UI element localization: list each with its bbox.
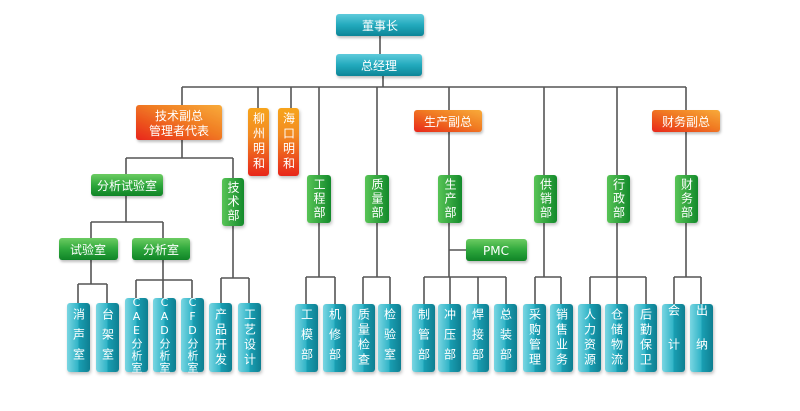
node-production-vp[interactable]: 生产副总 — [414, 110, 482, 132]
node-finance-vp[interactable]: 财务副总 — [652, 110, 720, 132]
leaf-node-label: 工模部 — [299, 308, 314, 368]
node-admin-dept[interactable]: 行政部 — [607, 175, 630, 223]
node-finance-dept-label: 财务部 — [679, 178, 694, 220]
node-general-manager[interactable]: 总经理 — [336, 54, 422, 76]
node-gm-label: 总经理 — [361, 59, 397, 73]
node-admin-dept-label: 行政部 — [611, 178, 626, 220]
leaf-node[interactable]: 质量检查 — [352, 304, 375, 372]
leaf-node[interactable]: 检验室 — [378, 304, 401, 372]
leaf-node[interactable]: 工艺设计 — [238, 303, 261, 372]
node-engineering-dept-label: 工程部 — [312, 178, 326, 220]
node-production-dept-label: 生产部 — [443, 178, 457, 220]
node-supply-dept[interactable]: 供销部 — [534, 175, 557, 223]
node-tech-vp[interactable]: 技术副总 管理者代表 — [136, 105, 222, 140]
node-analysis-room-label: 分析室 — [143, 242, 179, 257]
leaf-node-label: 消声室 — [71, 307, 86, 368]
node-production-dept[interactable]: 生产部 — [438, 175, 462, 223]
leaf-node-label: 总装部 — [498, 308, 513, 368]
leaf-node[interactable]: CFD分析室 — [181, 296, 204, 374]
leaf-node-label: 仓储物流 — [609, 308, 624, 368]
leaf-node-label: 台架室 — [100, 307, 115, 368]
leaf-node[interactable]: 后勤保卫 — [634, 304, 657, 372]
node-chairman-label: 董事长 — [362, 19, 398, 33]
leaf-node[interactable]: 会计 — [662, 304, 685, 372]
node-chairman[interactable]: 董事长 — [336, 14, 424, 36]
node-tech-dept[interactable]: 技术部 — [222, 178, 244, 226]
leaf-node[interactable]: 消声室 — [67, 303, 90, 372]
node-analysis-room[interactable]: 分析室 — [132, 238, 190, 260]
leaf-node-label: 检验室 — [382, 308, 397, 368]
node-pmc[interactable]: PMC — [466, 239, 527, 261]
node-quality-dept-label: 质量部 — [370, 178, 384, 220]
leaf-node[interactable]: 销售业务 — [550, 304, 573, 372]
leaf-node[interactable]: CAE分析室 — [125, 296, 148, 374]
node-liuzhou[interactable]: 柳州明和 — [248, 108, 269, 176]
leaf-node-label: 冲压部 — [442, 308, 457, 368]
leaf-node-label: 出纳 — [694, 304, 709, 372]
leaf-node-label: 产品开发 — [213, 307, 228, 368]
leaf-node-label: 后勤保卫 — [638, 308, 653, 368]
leaf-node[interactable]: 人力资源 — [578, 304, 601, 372]
node-test-room[interactable]: 试验室 — [59, 238, 118, 260]
node-haikou[interactable]: 海口明和 — [278, 108, 299, 176]
node-tech-vp-label-2: 管理者代表 — [149, 123, 209, 138]
leaf-node-label: 焊接部 — [470, 308, 485, 368]
node-test-room-label: 试验室 — [70, 242, 106, 257]
node-liuzhou-label: 柳州明和 — [251, 112, 266, 172]
node-tech-vp-label-1: 技术副总 — [155, 109, 203, 123]
node-pmc-label: PMC — [483, 244, 509, 258]
leaf-node-label: 会计 — [666, 304, 681, 372]
leaf-node[interactable]: CAD分析室 — [153, 296, 176, 374]
node-finance-vp-label: 财务副总 — [662, 114, 710, 129]
leaf-node-label: CAE分析室 — [130, 296, 143, 374]
leaf-node-label: 制管部 — [416, 308, 431, 368]
leaf-node[interactable]: 工模部 — [295, 304, 318, 372]
leaf-node[interactable]: 产品开发 — [209, 303, 232, 372]
node-finance-dept[interactable]: 财务部 — [675, 175, 698, 223]
leaf-node[interactable]: 采购管理 — [523, 304, 546, 372]
leaf-node[interactable]: 仓储物流 — [605, 304, 628, 372]
node-supply-dept-label: 供销部 — [538, 178, 553, 220]
node-tech-dept-label: 技术部 — [226, 181, 240, 223]
node-haikou-label: 海口明和 — [281, 112, 296, 172]
leaf-node-label: 销售业务 — [554, 308, 569, 368]
leaf-node[interactable]: 焊接部 — [466, 304, 489, 372]
leaf-node-label: CFD分析室 — [186, 296, 199, 374]
node-analysis-lab-label: 分析试验室 — [97, 178, 157, 193]
leaf-node-label: 工艺设计 — [242, 307, 257, 368]
node-quality-dept[interactable]: 质量部 — [365, 175, 389, 223]
node-engineering-dept[interactable]: 工程部 — [307, 175, 331, 223]
leaf-node[interactable]: 出纳 — [690, 304, 713, 372]
leaf-node[interactable]: 总装部 — [494, 304, 517, 372]
leaf-node-label: 质量检查 — [356, 308, 371, 368]
node-production-vp-label: 生产副总 — [424, 115, 472, 129]
leaf-node-label: CAD分析室 — [158, 296, 171, 374]
node-analysis-lab[interactable]: 分析试验室 — [91, 174, 163, 196]
leaf-node-label: 人力资源 — [582, 308, 597, 368]
leaf-node[interactable]: 机修部 — [323, 304, 346, 372]
leaf-node-label: 采购管理 — [527, 308, 542, 368]
leaf-node[interactable]: 制管部 — [412, 304, 435, 372]
leaf-node[interactable]: 台架室 — [96, 303, 119, 372]
leaf-node[interactable]: 冲压部 — [438, 304, 461, 372]
leaf-node-label: 机修部 — [327, 308, 342, 368]
connector-lines — [77, 36, 702, 304]
